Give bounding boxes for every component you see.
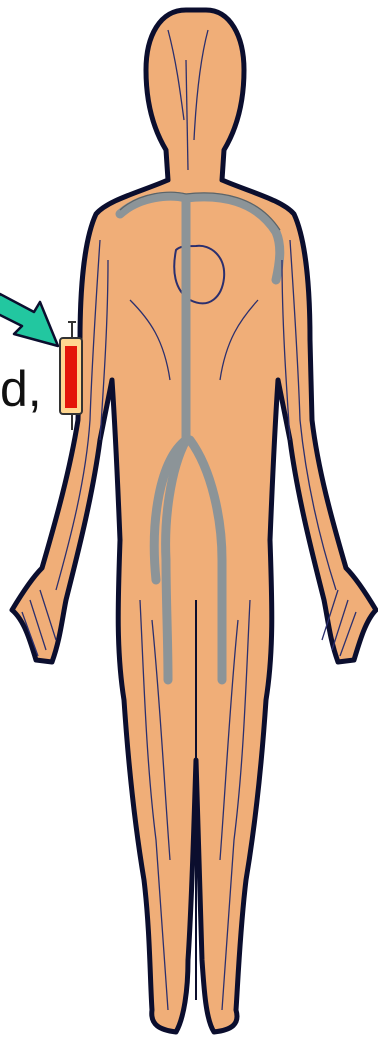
human-body-figure <box>12 10 376 1032</box>
teal-arrow-icon <box>0 294 58 346</box>
syringe-icon <box>60 322 82 430</box>
caption-fragment: d, <box>0 364 42 414</box>
